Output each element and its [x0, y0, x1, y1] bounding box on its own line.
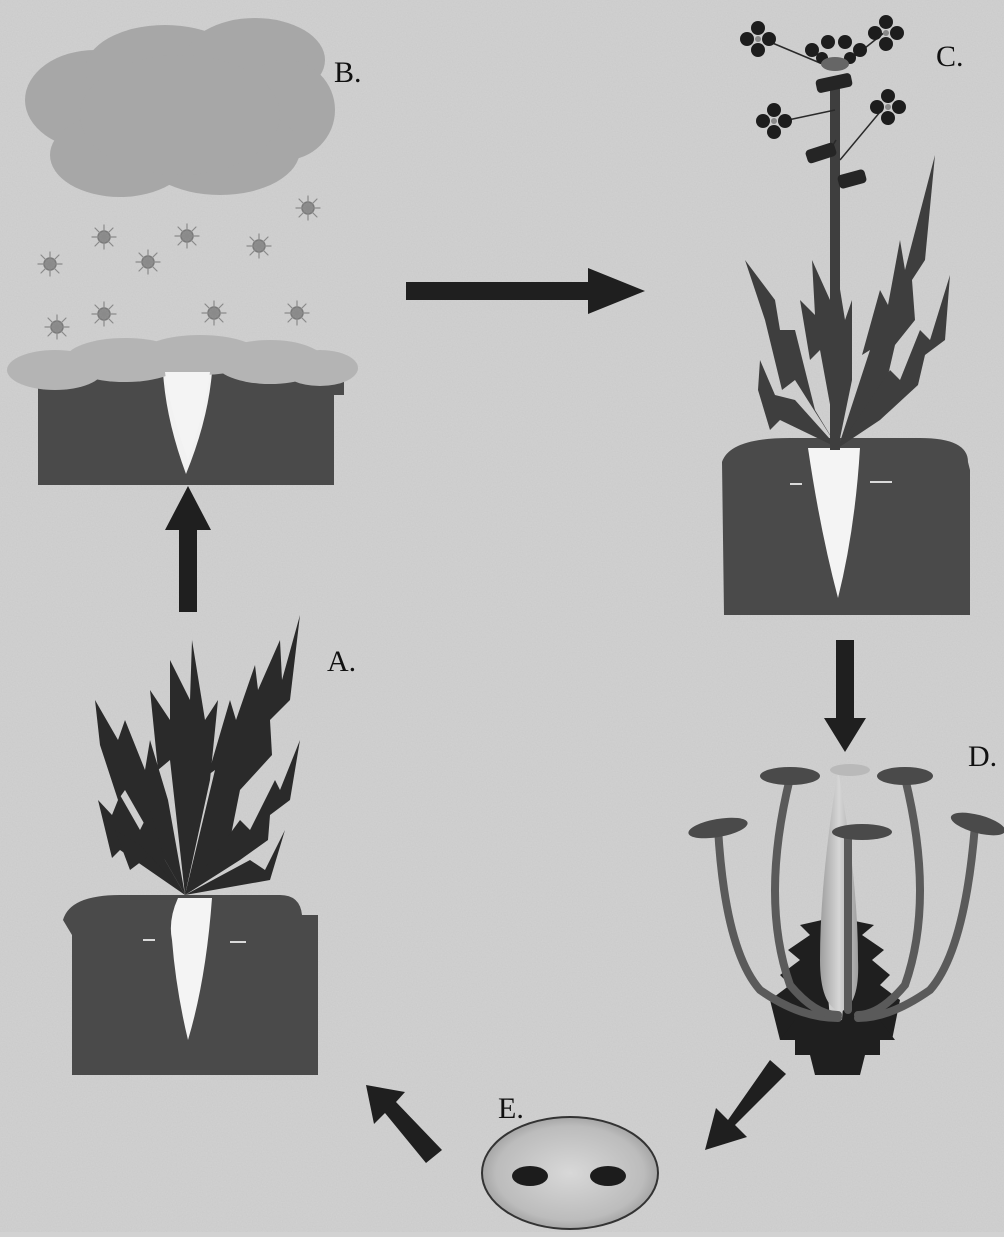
stage-label-a: A. [327, 645, 356, 679]
stage-label-b: B. [334, 56, 362, 90]
stage-label-d: D. [968, 740, 997, 774]
stigma [830, 764, 870, 776]
soil-block-c [722, 438, 970, 615]
soil-block-a [63, 895, 318, 1075]
stage-e-seed [482, 1117, 658, 1229]
cotyledon-right [590, 1166, 626, 1186]
seed-coat [482, 1117, 658, 1229]
stage-label-e: E. [498, 1092, 524, 1126]
flower-stem [830, 80, 840, 450]
cotyledon-left [512, 1166, 548, 1186]
stage-label-c: C. [936, 40, 964, 74]
